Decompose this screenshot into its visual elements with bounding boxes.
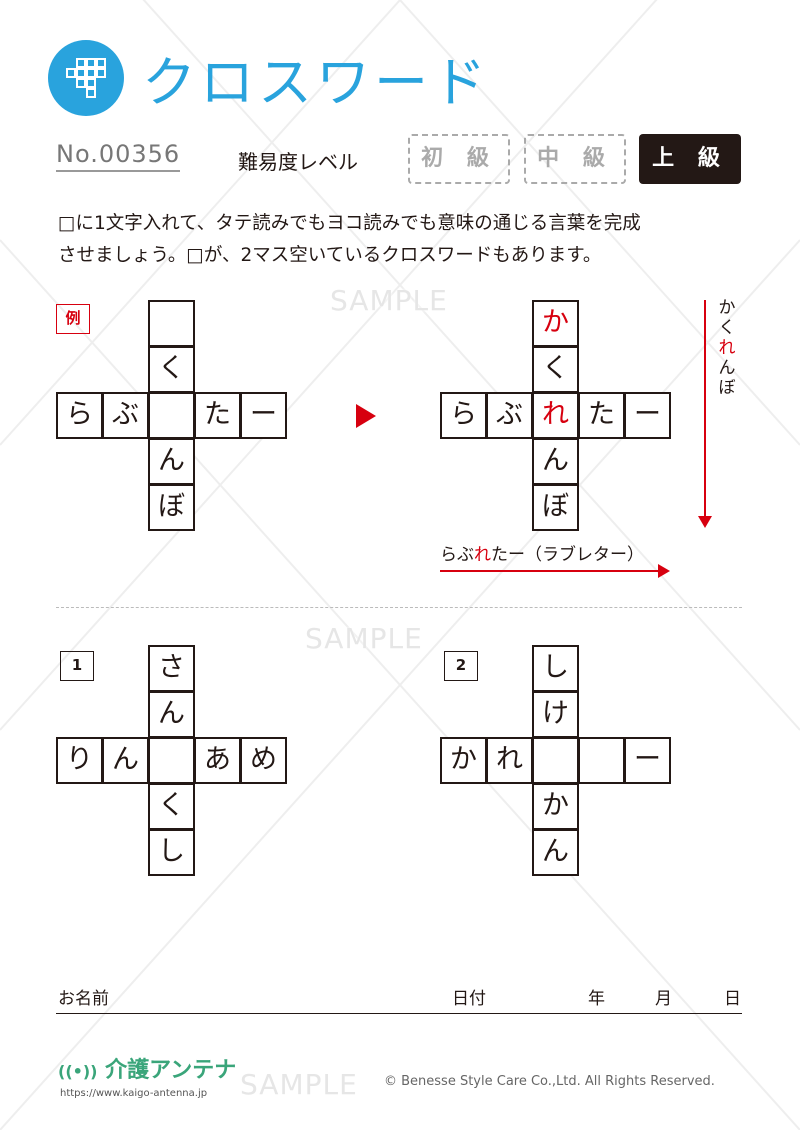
level-advanced: 上 級	[639, 134, 741, 184]
vertical-arrow-line	[704, 300, 706, 522]
example-cell: た	[194, 392, 241, 439]
example-tag: 例	[56, 304, 90, 334]
puzzle-1-cell: ん	[148, 691, 195, 738]
level-label: 難易度レベル	[238, 150, 358, 174]
brand-url: https://www.kaigo-antenna.jp	[60, 1088, 208, 1099]
instruction-line: させましょう。□が、2マス空いているクロスワードもあります。	[58, 245, 602, 266]
puzzle-2-cell: し	[532, 645, 579, 692]
arrow-right-icon	[356, 404, 376, 428]
example-cell: ら	[56, 392, 103, 439]
horizontal-arrow-line	[440, 570, 662, 572]
puzzle-1-cell: し	[148, 829, 195, 876]
year-label: 年	[588, 989, 605, 1009]
puzzle-2-cell[interactable]	[578, 737, 625, 784]
puzzle-2-cell: ん	[532, 829, 579, 876]
puzzle-2-cell: け	[532, 691, 579, 738]
level-beginner: 初 級	[408, 134, 510, 184]
month-label: 月	[655, 989, 672, 1009]
example-cell: ん	[148, 438, 195, 485]
puzzle-2-cell: か	[440, 737, 487, 784]
crossword-logo-icon	[48, 40, 124, 116]
puzzle-1-tag: 1	[60, 651, 94, 681]
copyright: © Benesse Style Care Co.,Ltd. All Rights…	[384, 1074, 715, 1089]
page-title: クロスワード	[142, 51, 490, 114]
watermark: SAMPLE	[305, 622, 423, 655]
puzzle-1-cell: ん	[102, 737, 149, 784]
example-answer-cell: く	[532, 346, 579, 393]
name-label: お名前	[58, 989, 109, 1009]
puzzle-2-cell: れ	[486, 737, 533, 784]
level-intermediate: 中 級	[524, 134, 626, 184]
example-answer-cell: ん	[532, 438, 579, 485]
watermark: SAMPLE	[240, 1068, 358, 1101]
puzzle-1-cell: め	[240, 737, 287, 784]
vertical-word: かくれんぼ	[718, 298, 736, 398]
puzzle-1-cell: あ	[194, 737, 241, 784]
example-answer-cell: ぼ	[532, 484, 579, 531]
puzzle-2-cell[interactable]	[532, 737, 579, 784]
example-answer-cell: た	[578, 392, 625, 439]
date-label: 日付	[452, 989, 486, 1009]
horizontal-word: らぶれたー（ラブレター）	[440, 545, 644, 565]
puzzle-1-cell[interactable]	[148, 737, 195, 784]
example-cell: く	[148, 346, 195, 393]
puzzle-1-cell: く	[148, 783, 195, 830]
divider	[56, 607, 742, 608]
example-answer-cell: ら	[440, 392, 487, 439]
puzzle-2-cell: か	[532, 783, 579, 830]
example-answer-cell: ぶ	[486, 392, 533, 439]
puzzle-1-cell: さ	[148, 645, 195, 692]
arrow-right-small-icon	[658, 564, 670, 578]
example-cell[interactable]	[148, 300, 195, 347]
example-answer-cell: ー	[624, 392, 671, 439]
instruction-line: □に1文字入れて、タテ読みでもヨコ読みでも意味の通じる言葉を完成	[58, 213, 641, 234]
brand-logo: ((•)) 介護アンテナ	[58, 1058, 237, 1083]
day-label: 日	[724, 989, 741, 1009]
puzzle-1-cell: り	[56, 737, 103, 784]
example-cell: ー	[240, 392, 287, 439]
example-cell: ぶ	[102, 392, 149, 439]
name-date-line[interactable]	[56, 1013, 742, 1014]
example-cell[interactable]	[148, 392, 195, 439]
example-answer-cell: か	[532, 300, 579, 347]
example-cell: ぼ	[148, 484, 195, 531]
puzzle-2-tag: 2	[444, 651, 478, 681]
instructions: □に1文字入れて、タテ読みでもヨコ読みでも意味の通じる言葉を完成 させましょう。…	[58, 208, 758, 272]
example-answer-cell: れ	[532, 392, 579, 439]
watermark: SAMPLE	[330, 284, 448, 317]
puzzle-2-cell: ー	[624, 737, 671, 784]
arrow-down-icon	[698, 516, 712, 528]
puzzle-number: No.00356	[56, 140, 181, 172]
